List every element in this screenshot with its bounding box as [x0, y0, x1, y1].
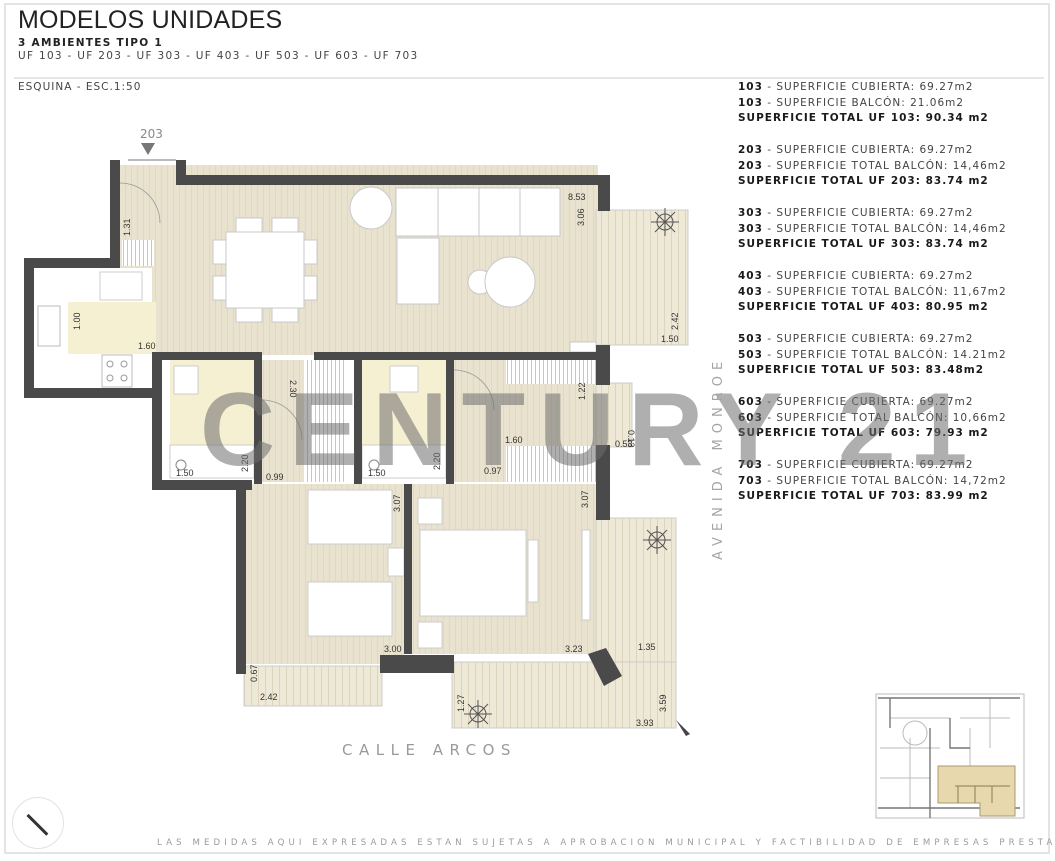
svg-text:1.50: 1.50: [661, 334, 679, 344]
area-group-703: 703 - SUPERFICIE CUBIERTA: 69.27m2 703 -…: [738, 458, 1007, 505]
door-swings: [119, 159, 495, 441]
balcony-south: [243, 661, 677, 729]
total-area: SUPERFICIE TOTAL UF 403: 80.95 m2: [738, 301, 989, 313]
svg-text:1.50: 1.50: [368, 468, 386, 478]
svg-text:1.50: 1.50: [176, 468, 194, 478]
total-area: SUPERFICIE TOTAL UF 603: 79.93 m2: [738, 427, 989, 439]
svg-text:3.06: 3.06: [576, 208, 586, 226]
total-area: SUPERFICIE TOTAL UF 503: 83.48m2: [738, 364, 985, 376]
svg-text:1.00: 1.00: [72, 312, 82, 330]
svg-text:1.60: 1.60: [505, 435, 523, 445]
watermark: CENTURY 21: [200, 372, 982, 488]
area-group-403: 403 - SUPERFICIE CUBIERTA: 69.27m2 403 -…: [738, 269, 1007, 316]
area-group-603: 603 - SUPERFICIE CUBIERTA: 69.27m2 603 -…: [738, 395, 1007, 442]
header-divider: [14, 77, 1044, 79]
sofa: [349, 186, 597, 353]
svg-text:8.53: 8.53: [568, 192, 586, 202]
corner-arrow-icon: [676, 720, 690, 736]
dimension-labels: 8.53 3.06 1.31 1.00 1.60 2.42 1.50 2.30 …: [72, 192, 680, 728]
disclaimer: LAS MEDIDAS AQUI EXPRESADAS ESTAN SUJETA…: [157, 838, 1055, 848]
svg-text:1.22: 1.22: [577, 382, 587, 400]
svg-text:0.53: 0.53: [615, 439, 633, 449]
page-title: MODELOS UNIDADES: [18, 6, 283, 34]
area-group-303: 303 - SUPERFICIE CUBIERTA: 69.27m2 303 -…: [738, 206, 1007, 253]
drawing-frame: [4, 3, 1050, 854]
plant-icon: [464, 208, 679, 728]
dining-table: [212, 217, 318, 323]
svg-text:1.27: 1.27: [456, 694, 466, 712]
svg-text:2.20: 2.20: [240, 454, 250, 472]
svg-text:0.97: 0.97: [484, 466, 502, 476]
svg-text:3.93: 3.93: [636, 718, 654, 728]
total-area: SUPERFICIE TOTAL UF 303: 83.74 m2: [738, 238, 989, 250]
kitchen: [32, 268, 156, 388]
svg-text:1.60: 1.60: [138, 341, 156, 351]
total-area: SUPERFICIE TOTAL UF 103: 90.34 m2: [738, 112, 989, 124]
svg-text:0.99: 0.99: [266, 472, 284, 482]
area-group-103: 103 - SUPERFICIE CUBIERTA: 69.27m2 103 -…: [738, 80, 1007, 127]
svg-text:3.00: 3.00: [384, 644, 402, 654]
svg-text:3.59: 3.59: [658, 694, 668, 712]
svg-text:2.42: 2.42: [670, 312, 680, 330]
highlighted-unit: [937, 765, 1016, 817]
total-area: SUPERFICIE TOTAL UF 703: 83.99 m2: [738, 490, 989, 502]
unit-list: UF 103 - UF 203 - UF 303 - UF 403 - UF 5…: [18, 50, 419, 62]
svg-text:3.07: 3.07: [580, 490, 590, 508]
north-compass-icon: [12, 797, 64, 849]
svg-text:1.35: 1.35: [638, 642, 656, 652]
svg-text:2.42: 2.42: [260, 692, 278, 702]
total-area: SUPERFICIE TOTAL UF 203: 83.74 m2: [738, 175, 989, 187]
svg-text:1.31: 1.31: [122, 218, 132, 236]
svg-text:2.30: 2.30: [288, 380, 298, 398]
svg-text:2.20: 2.20: [432, 452, 442, 470]
entry-arrow-icon: [141, 143, 155, 155]
street-label-east: AVENIDA MONROE: [711, 355, 726, 560]
area-table: 103 - SUPERFICIE CUBIERTA: 69.27m2 103 -…: [738, 80, 1007, 521]
key-plan: [875, 693, 1025, 819]
svg-text:0.67: 0.67: [249, 664, 259, 682]
area-group-503: 503 - SUPERFICIE CUBIERTA: 69.27m2 503 -…: [738, 332, 1007, 379]
bedroom-1: [244, 484, 405, 664]
svg-text:3.23: 3.23: [565, 644, 583, 654]
scale-label: ESQUINA - ESC.1:50: [18, 81, 142, 93]
svg-text:3.07: 3.07: [392, 494, 402, 512]
area-group-203: 203 - SUPERFICIE CUBIERTA: 69.27m2 203 -…: [738, 143, 1007, 190]
svg-text:0.13: 0.13: [626, 430, 636, 448]
bedroom-2: [410, 484, 596, 654]
unit-type: 3 AMBIENTES TIPO 1: [18, 37, 164, 49]
bathroom-1: [169, 360, 255, 479]
bathroom-2: [361, 360, 447, 479]
walls: [24, 160, 622, 686]
entry-marker-label: 203: [140, 127, 163, 141]
street-label-south: CALLE ARCOS: [342, 741, 517, 759]
